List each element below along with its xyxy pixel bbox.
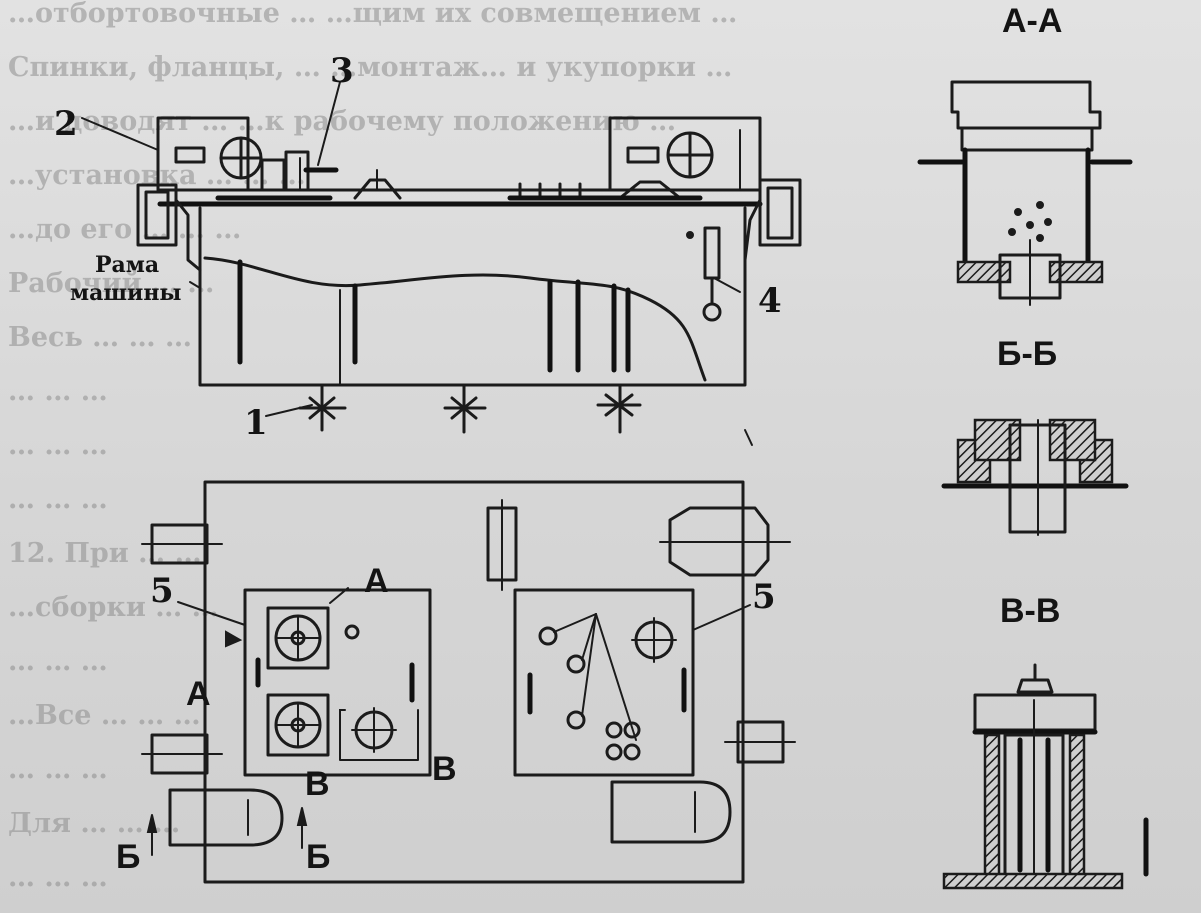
callout-4: 4	[758, 281, 782, 321]
section-vv-view	[942, 663, 1149, 890]
background-text-line: …отбортовочные … …щим их совмещением …	[8, 0, 737, 29]
callout-5-right: 5	[752, 577, 776, 617]
section-title-aa: А-А	[1002, 2, 1062, 40]
background-text-line: … … …	[8, 376, 108, 407]
callout-2: 2	[54, 104, 78, 144]
section-aa-view	[917, 80, 1133, 306]
section-bb-view	[941, 418, 1129, 536]
section-mark-a-top: А	[364, 562, 389, 600]
background-text-line: Спинки, фланцы, … …монтаж… и укупорки …	[8, 52, 732, 83]
background-text-line: … … …	[8, 646, 108, 677]
callout-3: 3	[330, 51, 354, 91]
section-mark-a-left: А	[186, 675, 211, 713]
section-mark-b-right: Б	[306, 838, 330, 876]
section-mark-v-right: В	[432, 750, 457, 788]
background-text-line: …Все … … …	[8, 700, 201, 731]
background-text-line: Весь … … …	[8, 322, 192, 353]
callout-5-left: 5	[150, 571, 174, 611]
section-title-vv: В-В	[1000, 592, 1060, 630]
background-text-line: …до его … … …	[8, 214, 241, 245]
background-text-line: Рабочий … …	[8, 268, 214, 299]
section-title-bb: Б-Б	[997, 335, 1057, 373]
bottom-valve-right	[596, 383, 642, 434]
background-text-line: … … …	[8, 862, 108, 893]
section-mark-v-left: В	[305, 765, 330, 803]
section-mark-b-left: Б	[116, 838, 140, 876]
background-text-line: …сборки … …	[8, 592, 219, 623]
machine-plan-view	[141, 480, 796, 884]
frame-label-line1: Рама	[95, 252, 159, 278]
background-text-line: …и доводят … …к рабочему положению …	[8, 106, 676, 137]
background-text-line: … … …	[8, 430, 108, 461]
machine-elevation-view	[81, 81, 802, 446]
background-text-line: … … …	[8, 754, 108, 785]
background-text-line: … … …	[8, 484, 108, 515]
background-text: …отбортовочные … …щим их совмещением … Сп…	[8, 0, 737, 893]
bottom-valve-mid	[443, 383, 487, 434]
bottom-valve-left	[298, 383, 347, 432]
callout-1: 1	[244, 403, 268, 443]
frame-label-line2: машины	[70, 280, 181, 306]
